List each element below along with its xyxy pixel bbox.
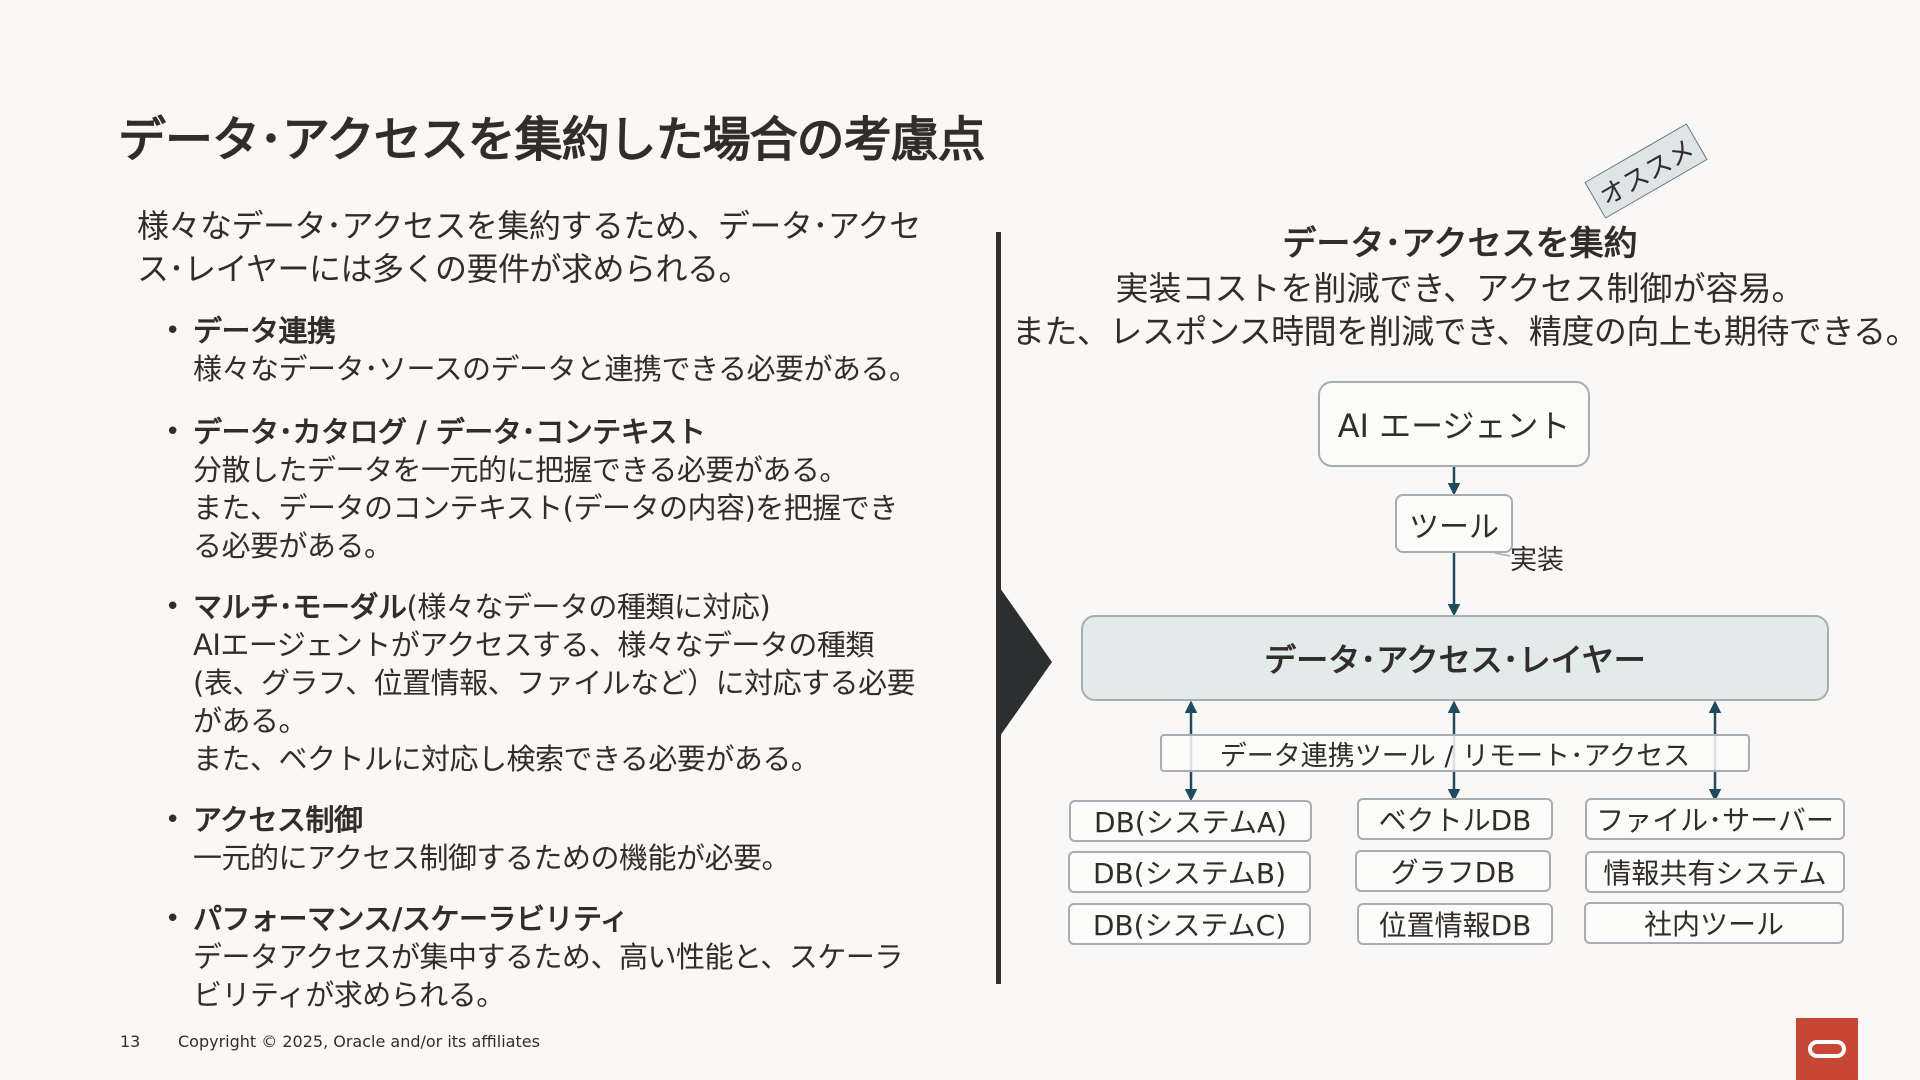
bullet-body: 様々なデータ･ソースのデータと連携できる必要がある。	[193, 352, 918, 386]
list-item: パフォーマンス/スケーラビリティ データアクセスが集中するため、高い性能と、スケ…	[165, 900, 925, 1014]
bullet-body: データアクセスが集中するため、高い性能と、スケーラビリティが求められる。	[193, 940, 903, 1012]
bullet-heading: マルチ･モーダル(様々なデータの種類に対応)	[193, 588, 925, 626]
recommended-stamp: オススメ	[1584, 123, 1708, 219]
oracle-logo-icon	[1796, 1018, 1858, 1080]
bullet-heading-note: (様々なデータの種類に対応)	[406, 590, 771, 624]
bullet-body: 分散したデータを一元的に把握できる必要がある。 また、データのコンテキスト(デー…	[193, 453, 898, 563]
list-item: アクセス制御 一元的にアクセス制御するための機能が必要。	[165, 801, 925, 877]
requirements-list: データ連携 様々なデータ･ソースのデータと連携できる必要がある。 データ･カタロ…	[165, 312, 925, 1037]
copyright: Copyright © 2025, Oracle and/or its affi…	[178, 1032, 540, 1051]
tool-box: ツール	[1395, 494, 1513, 553]
page-title: データ･アクセスを集約した場合の考慮点	[118, 112, 986, 168]
list-item: データ･カタログ / データ･コンテキスト 分散したデータを一元的に把握できる必…	[165, 413, 925, 565]
db-box: DB(システムA)	[1069, 800, 1312, 842]
db-box: 社内ツール	[1584, 902, 1844, 944]
page-number: 13	[120, 1032, 141, 1051]
data-access-layer-box: データ･アクセス･レイヤー	[1081, 615, 1829, 701]
impl-label: 実装	[1510, 545, 1564, 576]
bullet-heading: データ･カタログ / データ･コンテキスト	[193, 415, 706, 449]
diagram-subtitle-1: 実装コストを削減でき、アクセス制御が容易。	[1115, 269, 1805, 308]
diagram-title: データ･アクセスを集約	[1282, 224, 1638, 264]
db-box: ベクトルDB	[1357, 798, 1553, 840]
ai-agent-box: AI エージェント	[1318, 381, 1590, 467]
db-box: 情報共有システム	[1585, 851, 1845, 893]
impl-connector-line	[1494, 552, 1511, 557]
db-box: 位置情報DB	[1357, 903, 1553, 945]
bullet-body: 一元的にアクセス制御するための機能が必要。	[193, 841, 791, 875]
vertical-divider	[996, 232, 1001, 984]
db-box: DB(システムB)	[1068, 851, 1311, 893]
db-box: ファイル･サーバー	[1585, 798, 1845, 840]
db-box: DB(システムC)	[1068, 903, 1311, 945]
intro-text: 様々なデータ･アクセスを集約するため、データ･アクセス･レイヤーには多くの要件が…	[137, 207, 921, 288]
bullet-heading-main: マルチ･モーダル	[193, 590, 407, 624]
connector-box: データ連携ツール / リモート･アクセス	[1160, 734, 1750, 772]
list-item: データ連携 様々なデータ･ソースのデータと連携できる必要がある。	[165, 312, 925, 388]
right-arrow-icon	[1000, 588, 1052, 736]
list-item: マルチ･モーダル(様々なデータの種類に対応) AIエージェントがアクセスする、様…	[165, 588, 925, 778]
bullet-heading: アクセス制御	[193, 803, 363, 837]
bullet-heading: パフォーマンス/スケーラビリティ	[193, 902, 629, 936]
diagram-subtitle-2: また、レスポンス時間を削減でき、精度の向上も期待できる。	[1011, 312, 1919, 351]
bullet-body: AIエージェントがアクセスする、様々なデータの種類(表、グラフ、位置情報、ファイ…	[193, 628, 916, 776]
db-box: グラフDB	[1355, 850, 1551, 892]
bullet-heading: データ連携	[193, 314, 336, 348]
